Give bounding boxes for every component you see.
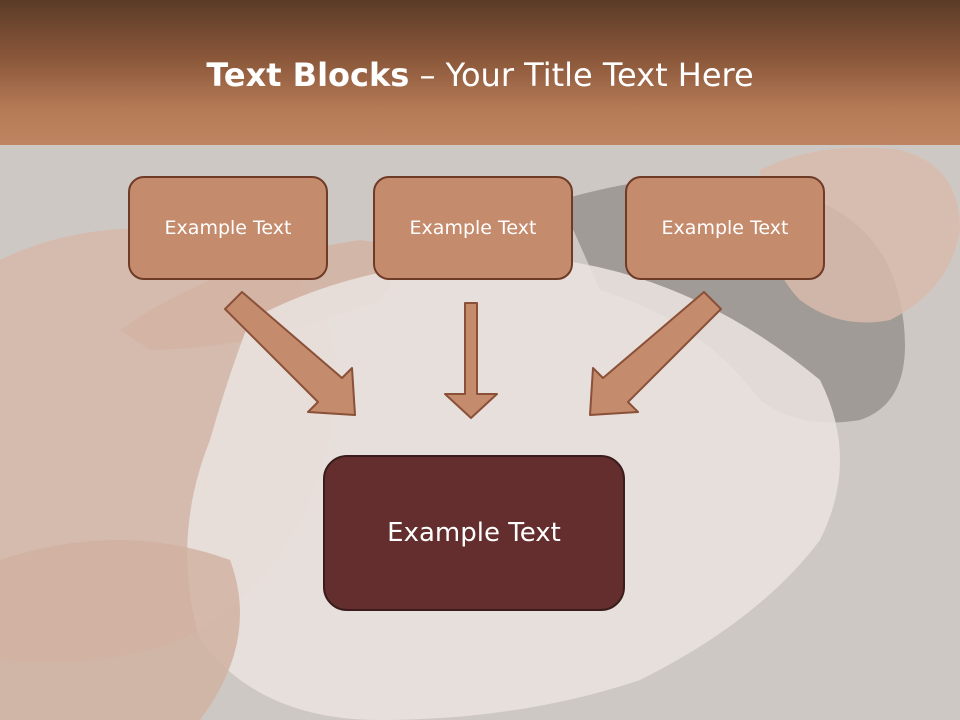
title-bar: Text Blocks – Your Title Text Here bbox=[0, 0, 960, 145]
text-block-left[interactable]: Example Text bbox=[128, 176, 328, 280]
text-block-center[interactable]: Example Text bbox=[373, 176, 573, 280]
title-rest-text: – Your Title Text Here bbox=[419, 56, 754, 94]
main-text-block[interactable]: Example Text bbox=[323, 455, 625, 611]
arrow-right bbox=[589, 291, 722, 416]
arrow-center bbox=[444, 302, 498, 419]
arrow-left bbox=[224, 291, 356, 416]
title-bold-text: Text Blocks bbox=[206, 56, 410, 94]
text-block-right[interactable]: Example Text bbox=[625, 176, 825, 280]
slide-title: Text Blocks – Your Title Text Here bbox=[0, 55, 960, 95]
